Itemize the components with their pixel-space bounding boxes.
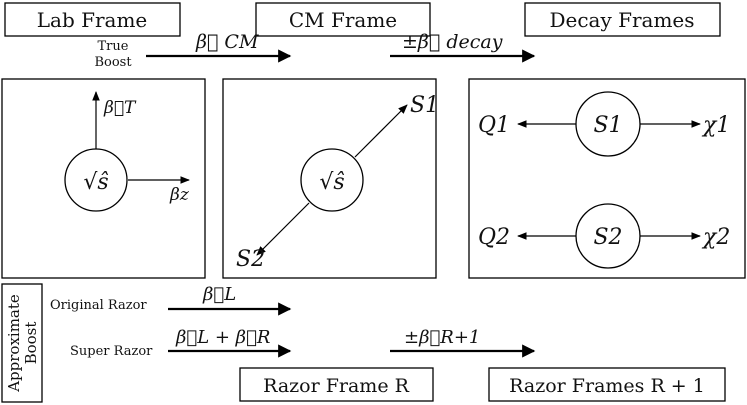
original-razor-label: Original Razor (50, 298, 147, 313)
q2-label: Q2 (478, 225, 510, 250)
pm-beta-decay-label: ±β⃗ decay (402, 31, 503, 53)
lab-frame-box: Lab Frame (4, 2, 181, 37)
chi2-label: χ2 (701, 225, 730, 250)
decay-frames-box: Decay Frames (524, 2, 721, 37)
super-razor-label: Super Razor (70, 344, 153, 359)
decay-s1-circle (575, 91, 641, 157)
lab-circle-label: √ŝ (83, 170, 108, 195)
lab-circle (64, 148, 128, 212)
razor-frame-box: Razor Frame R (239, 367, 434, 402)
pm-beta-r1-label: ±β⃗R+1 (404, 327, 480, 348)
approximate-boost-box: Approximate Boost (1, 283, 43, 403)
cm-circle (300, 148, 364, 212)
s1-arrow (354, 104, 408, 158)
beta-l-plus-r-label: β⃗L + β⃗R (175, 327, 270, 348)
decay-s1-label: S1 (593, 113, 622, 138)
lab-frame-panel: √ŝ β⃗T βz (1, 78, 206, 279)
decay-frames-label: Decay Frames (549, 8, 694, 32)
approximate-boost-label: Boost (22, 322, 40, 365)
q1-label: Q1 (478, 113, 510, 138)
lab-frame-label: Lab Frame (37, 8, 148, 32)
beta-t-label: β⃗T (103, 98, 137, 118)
beta-z-label: βz (169, 185, 190, 205)
cm-circle-label: √ŝ (319, 170, 344, 195)
decay-s2-label: S2 (593, 225, 622, 250)
beta-l-label: β⃗L (202, 284, 236, 305)
true-boost-label-line1: True (98, 39, 129, 54)
cm-s1-label: S1 (410, 93, 439, 118)
razor-frames-next-box: Razor Frames R + 1 (488, 367, 726, 402)
beta-cm-label: β⃗ CM (195, 31, 259, 53)
cm-s2-label: S2 (236, 247, 265, 272)
cm-frame-label: CM Frame (289, 8, 397, 32)
cm-frame-panel: √ŝ S1 S2 (222, 78, 439, 279)
decay-frames-panel: S1 Q1 χ1 S2 Q2 χ2 (468, 78, 746, 279)
true-boost-label-line2: Boost (94, 55, 132, 70)
razor-frame-label: Razor Frame R (263, 375, 410, 397)
approximate-label: Approximate (5, 294, 23, 393)
decay-s2-circle (575, 203, 641, 269)
razor-frames-next-label: Razor Frames R + 1 (509, 375, 705, 397)
s2-arrow (256, 202, 310, 256)
chi1-label: χ1 (701, 113, 730, 138)
cm-frame-box: CM Frame (255, 2, 431, 37)
